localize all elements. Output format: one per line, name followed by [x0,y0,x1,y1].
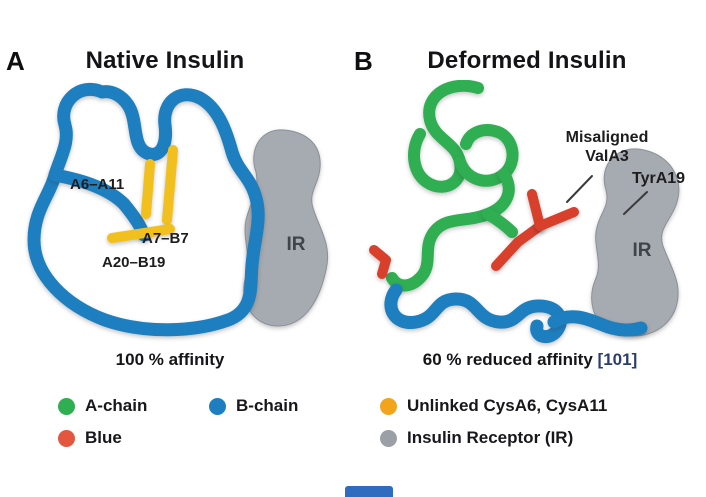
b-chain-ribbon-to-receptor [547,310,648,337]
misaligned-residue-up-branch [527,189,545,231]
annotation-bond-a6-a11: A6–A11 [70,176,125,193]
disulfide-bond-a20-b19 [107,224,175,243]
ir-label-deformed: IR [632,240,652,261]
legend-dot-a-chain [58,397,75,415]
panel-b-title: Deformed Insulin [427,47,627,74]
panel-a-title: Native Insulin [85,47,245,74]
legend-item-insulin-receptor: Insulin Receptor (IR) [380,428,573,448]
deformed-insulin-illustration: Misaligned ValA3 TyrA19 IR [360,80,700,352]
disulfide-bond-a7-b7 [162,145,178,225]
legend-dot-blue [58,429,75,447]
legend-label-a-chain: A-chain [85,396,148,415]
caption-native-text: 100 % affinity [115,350,225,369]
panel-b-letter: B [354,46,373,76]
a-chain-ribbon-center-strand [482,208,518,238]
native-insulin-svg [27,82,329,337]
native-insulin-illustration: A6–A11 A7–B7 A20–B19 IR [10,80,346,352]
annotation-bond-a20-b19: A20–B19 [102,254,166,271]
legend-dot-insulin-receptor [380,429,397,447]
legend-item-b-chain: B-chain [209,396,298,416]
misaligned-residue-receptor-branch [535,207,579,231]
caption-deformed-text: 60 % reduced affinity [422,350,593,369]
deformed-insulin-svg [369,80,680,343]
insulin-receptor-blob [243,129,329,327]
b-chain-ribbon [27,82,265,337]
pointer-line-tyrA19 [623,191,648,215]
a-chain-ribbon-descending [386,168,515,292]
caption-native: 100 % affinity [10,350,330,370]
pointer-line-valA3 [566,175,593,203]
legend-label-unlinked-cys: Unlinked CysA6, CysA11 [407,396,608,415]
annotation-bond-a7-b7: A7–B7 [142,230,189,247]
disulfide-bond-a6-a11 [141,159,155,219]
legend-label-insulin-receptor: Insulin Receptor (IR) [407,428,574,447]
legend-dot-unlinked-cys [380,397,397,415]
legend-item-blue: Blue [58,428,122,448]
legend-dot-b-chain [209,397,226,415]
caption-deformed-citation: [101] [597,350,638,369]
a-chain-ribbon-loop [454,124,519,187]
annotation-misaligned-valA3: Misaligned ValA3 [555,128,659,166]
panel-a-letter: A [6,46,25,76]
annotation-tyrA19: TyrA19 [632,170,686,187]
bottom-blue-bar [345,486,393,497]
legend-label-b-chain: B-chain [236,396,299,415]
misaligned-residue-left-fragment [369,245,391,279]
b-chain-ribbon [384,283,567,343]
misaligned-residue-main [491,221,545,271]
caption-deformed: 60 % reduced affinity [101] [365,350,695,370]
insulin-receptor-blob [591,148,680,337]
annotation-misaligned-line2: ValA3 [585,148,629,165]
legend-item-a-chain: A-chain [58,396,147,416]
legend-item-unlinked-cys: Unlinked CysA6, CysA11 [380,396,607,416]
ir-label-native: IR [286,234,306,255]
legend-label-blue: Blue [85,428,122,447]
annotation-misaligned-line1: Misaligned [565,129,649,146]
b-chain-ribbon-inner-strand [48,168,151,242]
